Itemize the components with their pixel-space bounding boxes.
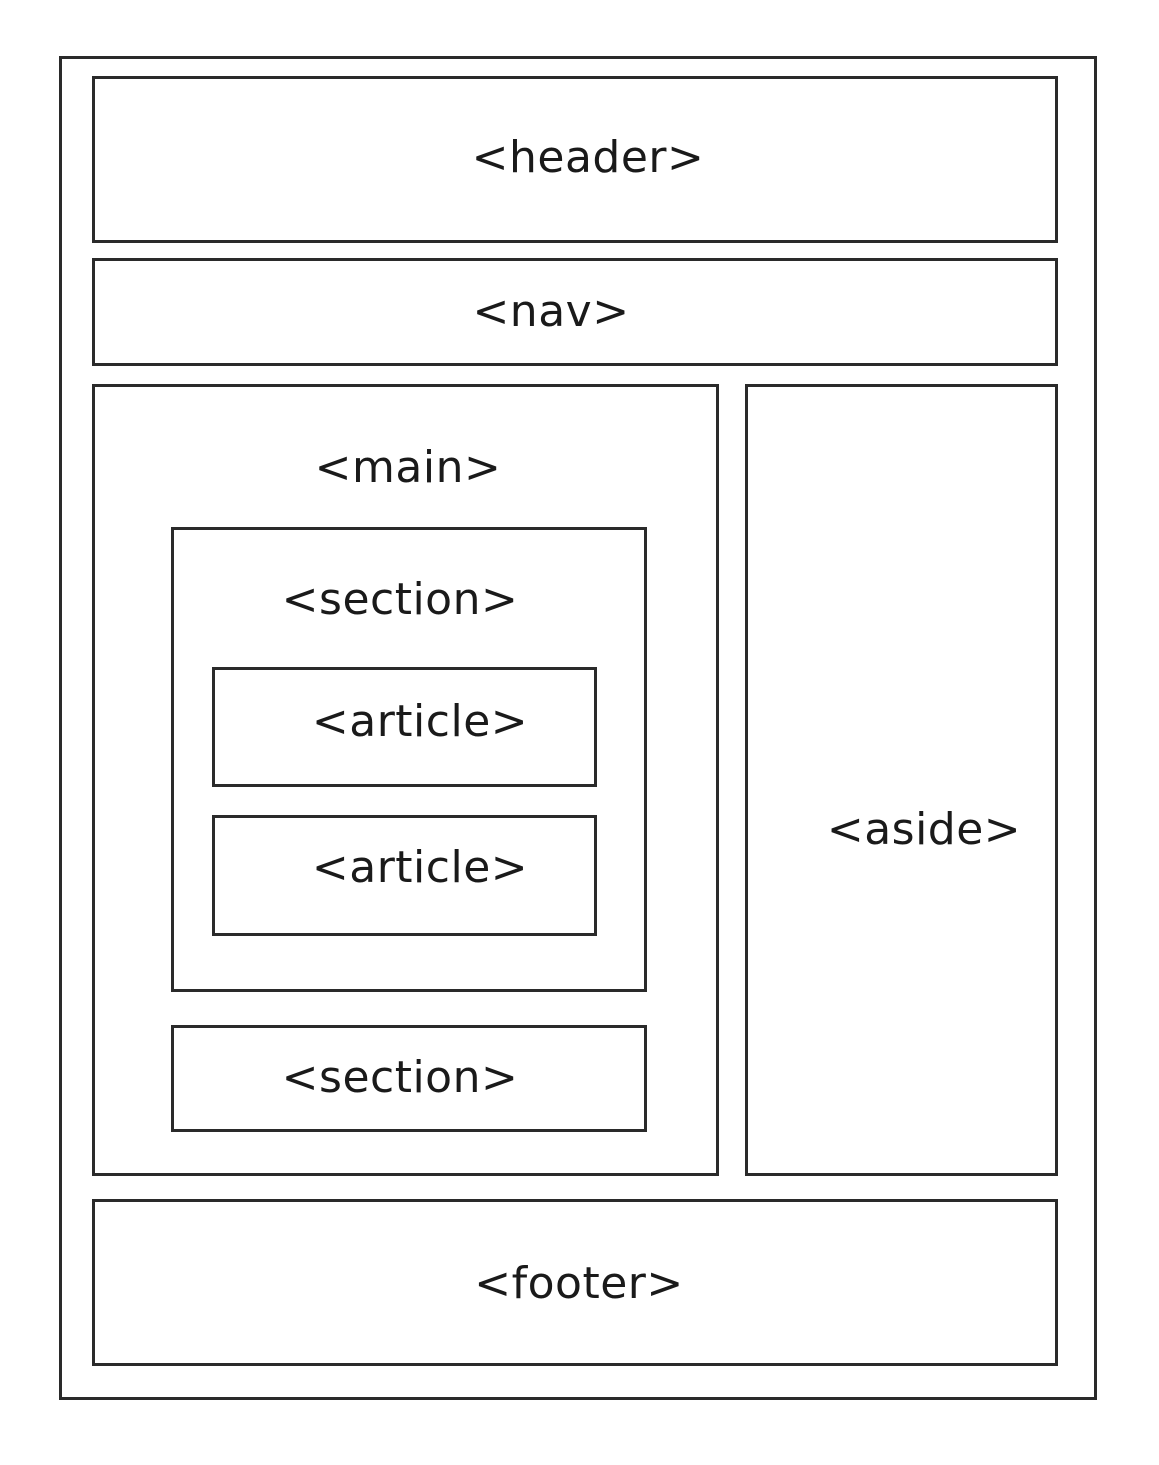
- footer-label: <footer>: [474, 1258, 684, 1309]
- article-box-1: [212, 667, 597, 787]
- article-label-2: <article>: [311, 842, 529, 893]
- nav-box: [92, 258, 1058, 366]
- article-label-1: <article>: [311, 696, 529, 747]
- section-box-2: [171, 1025, 647, 1132]
- aside-box: [745, 384, 1058, 1176]
- header-box: [92, 76, 1058, 243]
- section-label-2: <section>: [281, 1052, 519, 1103]
- main-label: <main>: [314, 442, 502, 493]
- footer-box: [92, 1199, 1058, 1366]
- aside-label: <aside>: [826, 804, 1022, 855]
- header-label: <header>: [471, 132, 705, 183]
- nav-label: <nav>: [472, 286, 630, 337]
- section-label-1: <section>: [281, 574, 519, 625]
- article-box-2: [212, 815, 597, 936]
